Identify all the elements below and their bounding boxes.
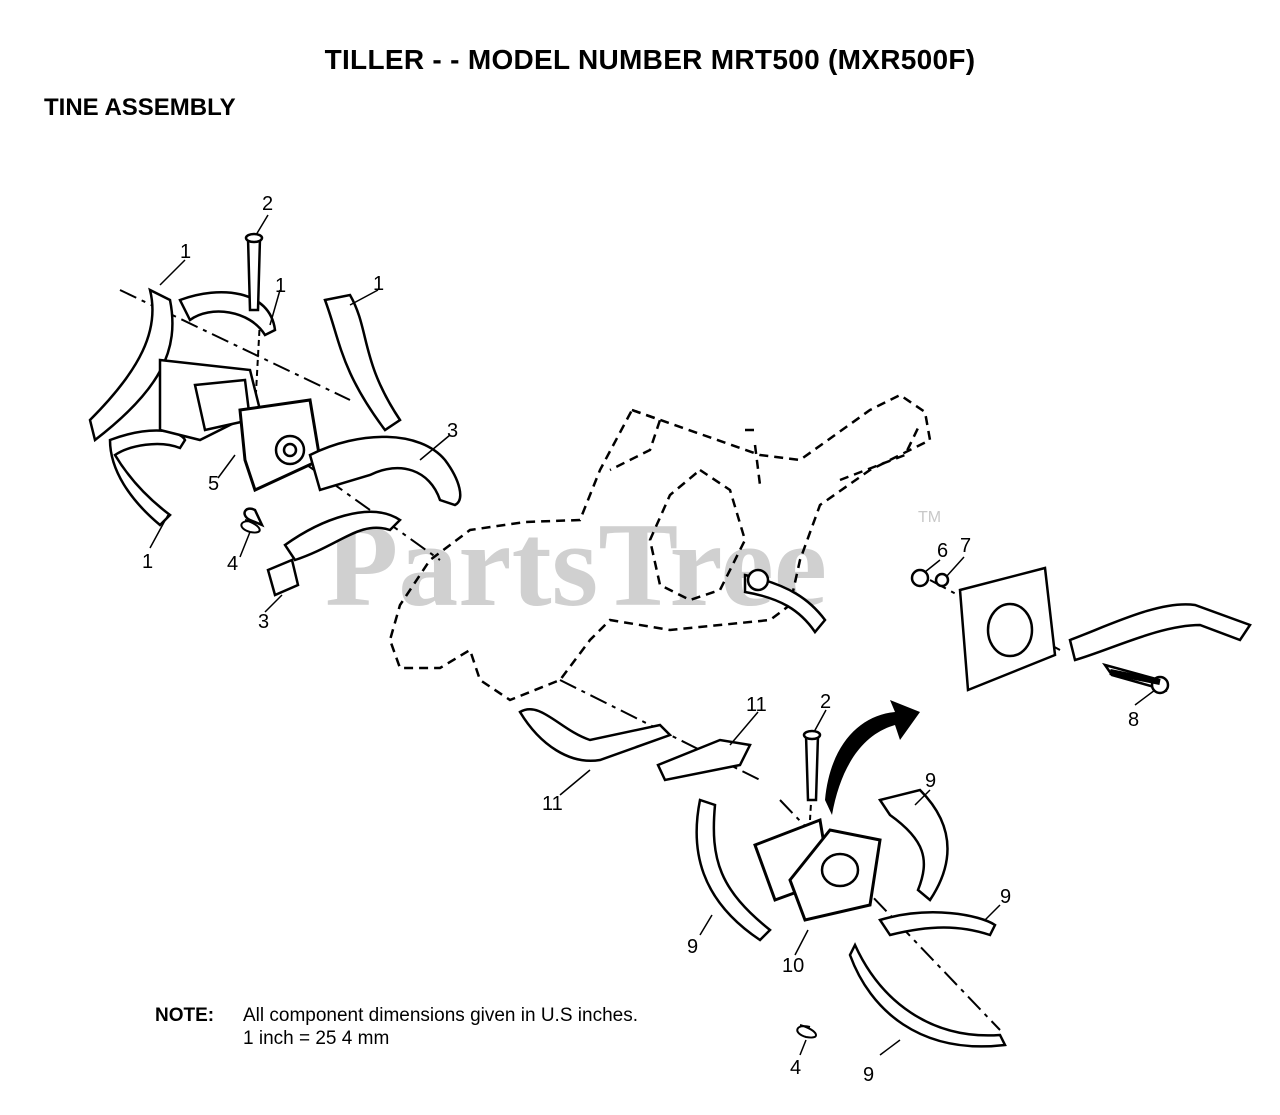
callout-11: 11	[746, 694, 767, 716]
note-label: NOTE:	[155, 1005, 215, 1026]
callout-9: 9	[687, 936, 698, 958]
callout-4: 4	[227, 553, 238, 575]
watermark-tm: TM	[918, 509, 941, 526]
page-title: TILLER - - MODEL NUMBER MRT500 (MXR500F)	[324, 44, 976, 75]
watermark-text: PartsTree	[325, 498, 827, 631]
callout-9: 9	[1000, 886, 1011, 908]
callout-3: 3	[258, 611, 269, 633]
callout-2: 2	[820, 691, 831, 713]
part-callouts: 1 1 1 1 2 2 3 3 4 4 5 6 7 8 9 9 9 9 10 1…	[142, 193, 1139, 1086]
tiller-frame	[388, 393, 932, 702]
watermark: PartsTree TM	[325, 498, 941, 631]
callout-1: 1	[373, 273, 384, 295]
callout-7: 7	[960, 535, 971, 557]
callout-1: 1	[142, 551, 153, 573]
callout-10: 10	[782, 955, 804, 977]
callout-1: 1	[275, 275, 286, 297]
callout-6: 6	[937, 540, 948, 562]
callout-3: 3	[447, 420, 458, 442]
callout-2: 2	[262, 193, 273, 215]
bolt-parts	[244, 232, 1161, 802]
callout-4: 4	[790, 1057, 801, 1079]
callout-11: 11	[542, 793, 563, 815]
lower-tine-group	[518, 708, 1007, 1048]
leader-lines	[149, 214, 1156, 1056]
callout-8: 8	[1128, 709, 1139, 731]
note-line-1: All component dimensions given in U.S in…	[243, 1005, 638, 1026]
callout-9: 9	[925, 770, 936, 792]
callout-1: 1	[180, 241, 191, 263]
dimension-note: NOTE: All component dimensions given in U…	[155, 1004, 638, 1050]
section-title: TINE ASSEMBLY	[44, 94, 236, 121]
right-plate-group	[743, 566, 1252, 695]
rotation-arrow	[825, 700, 920, 815]
note-line-2: 1 inch = 25 4 mm	[243, 1028, 390, 1049]
callout-9: 9	[863, 1064, 874, 1086]
callout-5: 5	[208, 473, 219, 495]
